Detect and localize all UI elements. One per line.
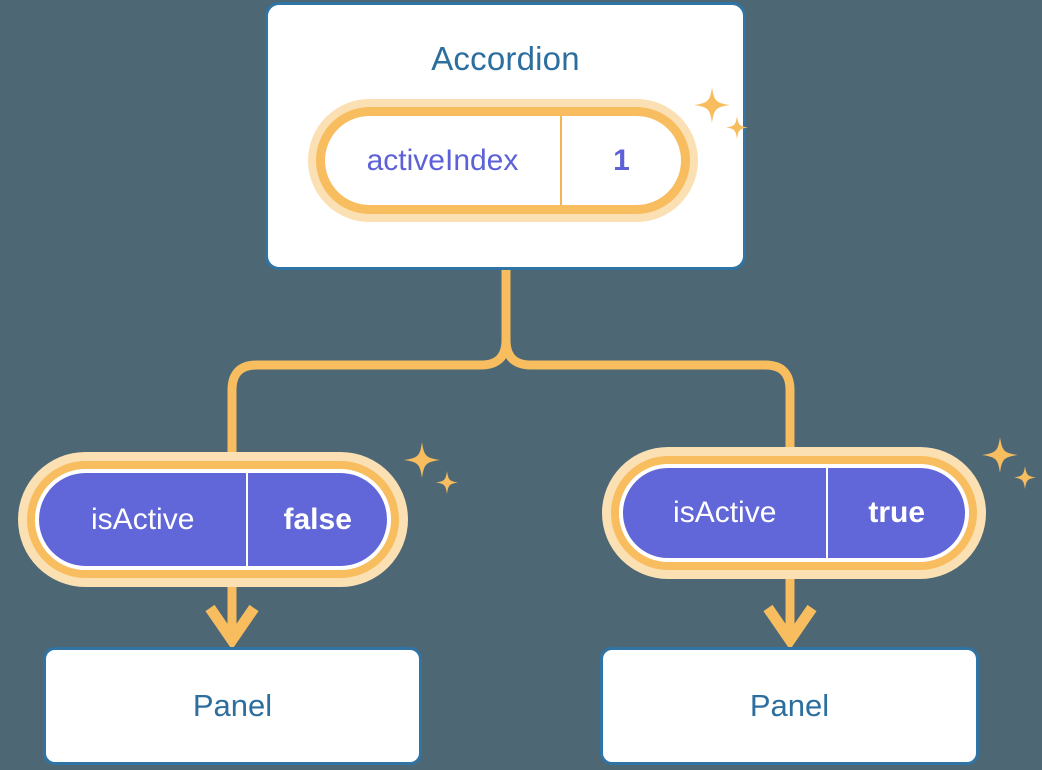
component-card-panel-right[interactable]: Panel [600,647,979,765]
sparkle-four-point-large-icon [694,87,748,139]
badge-body[interactable]: activeIndex 1 [316,107,690,214]
component-card-panel-left[interactable]: Panel [43,647,422,765]
component-title: Panel [192,688,273,723]
component-title: Accordion [431,40,580,77]
badge-body[interactable]: isActive true [611,456,977,570]
component-title: Panel [749,688,830,723]
badge-key: isActive [39,473,249,566]
badge-value: 1 [613,143,630,177]
badge-key: isActive [623,468,829,558]
sparkle-four-point-large-icon [404,442,458,494]
badge-body[interactable]: isActive false [27,461,399,578]
badge-value: false [283,502,352,536]
badge-value: true [868,496,926,529]
sparkle-four-point-large-icon [982,437,1036,489]
badge-key: activeIndex [325,116,562,205]
